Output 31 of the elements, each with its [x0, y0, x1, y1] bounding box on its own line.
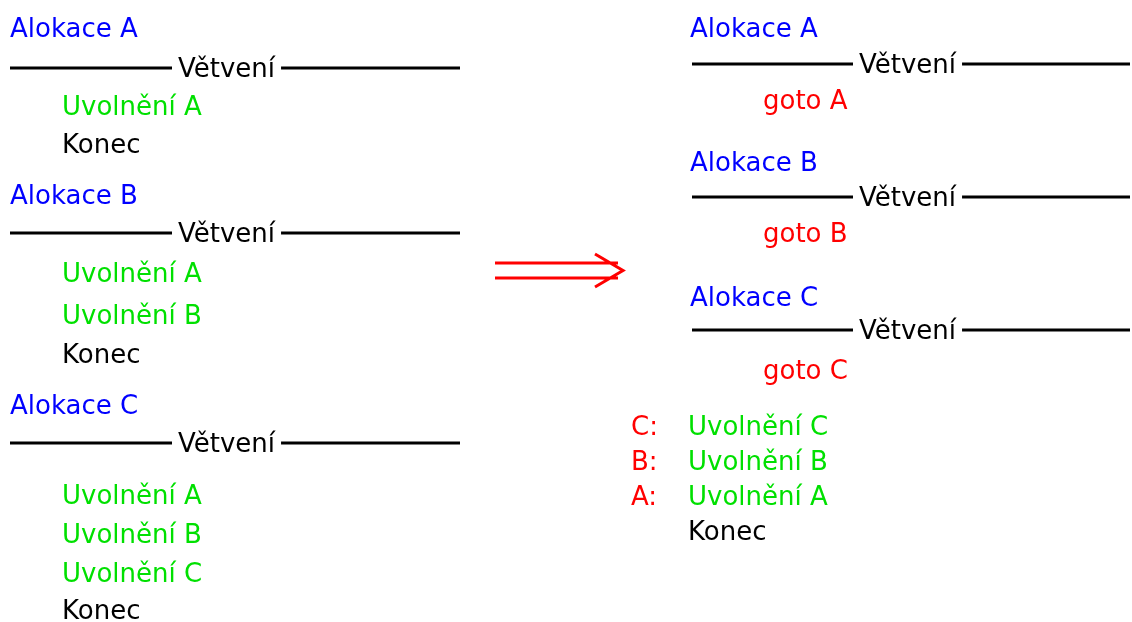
release-text: Uvolnění B: [688, 446, 828, 476]
goto-text: goto C: [763, 355, 848, 385]
jump-label: C:: [631, 411, 658, 441]
release-text: Uvolnění C: [62, 558, 203, 588]
branch-text: Větvení: [178, 428, 276, 458]
allocation-text: Alokace A: [690, 13, 818, 43]
release-text: Uvolnění C: [688, 411, 829, 441]
branch-text: Větvení: [178, 218, 276, 248]
goto-text: goto B: [763, 218, 848, 248]
release-text: Uvolnění A: [62, 258, 202, 288]
end-text: Konec: [62, 129, 141, 159]
release-text: Uvolnění B: [62, 300, 202, 330]
allocation-text: Alokace C: [690, 282, 819, 312]
end-text: Konec: [62, 339, 141, 369]
release-text: Uvolnění A: [62, 480, 202, 510]
branch-text: Větvení: [859, 49, 957, 79]
goto-text: goto A: [763, 85, 848, 115]
branch-text: Větvení: [178, 53, 276, 83]
release-text: Uvolnění B: [62, 519, 202, 549]
allocation-text: Alokace A: [10, 13, 138, 43]
allocation-text: Alokace C: [10, 390, 139, 420]
release-text: Uvolnění A: [688, 481, 828, 511]
allocation-text: Alokace B: [690, 147, 818, 177]
end-text: Konec: [62, 595, 141, 622]
jump-label: A:: [631, 481, 658, 511]
allocation-text: Alokace B: [10, 180, 138, 210]
end-text: Konec: [688, 516, 767, 546]
branch-text: Větvení: [859, 182, 957, 212]
jump-label: B:: [631, 446, 658, 476]
release-text: Uvolnění A: [62, 91, 202, 121]
branch-text: Větvení: [859, 315, 957, 345]
